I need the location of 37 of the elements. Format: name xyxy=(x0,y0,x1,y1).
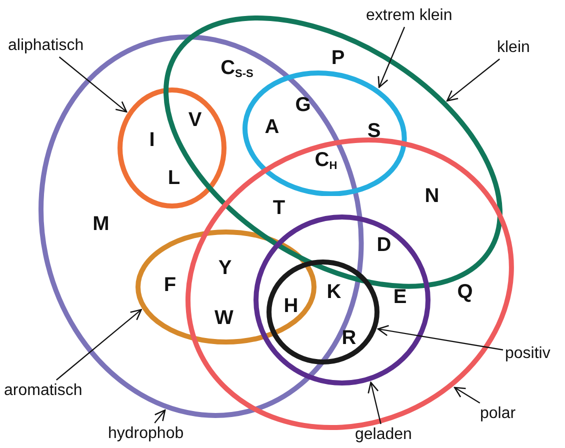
amino-acid-letter: D xyxy=(376,234,392,256)
set-label: aromatisch xyxy=(4,381,82,401)
leader-arrow xyxy=(58,56,128,112)
set-label: aliphatisch xyxy=(8,36,84,56)
amino-acid-letter: C$_{H}$ xyxy=(314,149,338,171)
set-label: polar xyxy=(480,404,516,424)
amino-acid-letter: Q xyxy=(457,281,473,303)
amino-acid-letter: H xyxy=(284,295,298,317)
amino-acid-letter: W xyxy=(214,307,234,329)
amino-acid-letter: I xyxy=(149,129,155,151)
amino-acid-letter: G xyxy=(295,94,311,116)
amino-acid-letter: K xyxy=(326,281,342,303)
amino-acid-letter: M xyxy=(92,213,110,235)
leader-arrow xyxy=(378,26,406,88)
set-label: hydrophob xyxy=(108,424,184,444)
amino-acid-letter: Y xyxy=(218,257,232,279)
amino-acid-letter: S xyxy=(367,120,381,142)
amino-acid-letter: L xyxy=(168,167,180,189)
set-label: geladen xyxy=(355,425,412,445)
amino-acid-letter: R xyxy=(342,327,356,349)
leader-arrow xyxy=(377,325,504,350)
amino-acid-letter: C$_{S-S}$ xyxy=(220,57,254,79)
amino-acid-letter: N xyxy=(424,185,440,207)
amino-acid-letter: P xyxy=(331,47,345,69)
amino-acid-letter: F xyxy=(164,274,176,296)
amino-acid-letter: T xyxy=(272,197,286,219)
leader-arrow xyxy=(454,386,480,404)
set-label: klein xyxy=(497,38,530,58)
amino-acid-letter: V xyxy=(188,109,202,131)
set-label: positiv xyxy=(505,344,550,364)
set-label: extrem klein xyxy=(366,6,452,26)
amino-acid-letter: A xyxy=(264,116,280,138)
amino-acid-letter: E xyxy=(393,286,407,308)
leader-arrow xyxy=(56,309,142,380)
leader-arrow xyxy=(368,382,382,424)
leader-arrow xyxy=(446,58,500,102)
leader-arrow xyxy=(154,409,166,424)
